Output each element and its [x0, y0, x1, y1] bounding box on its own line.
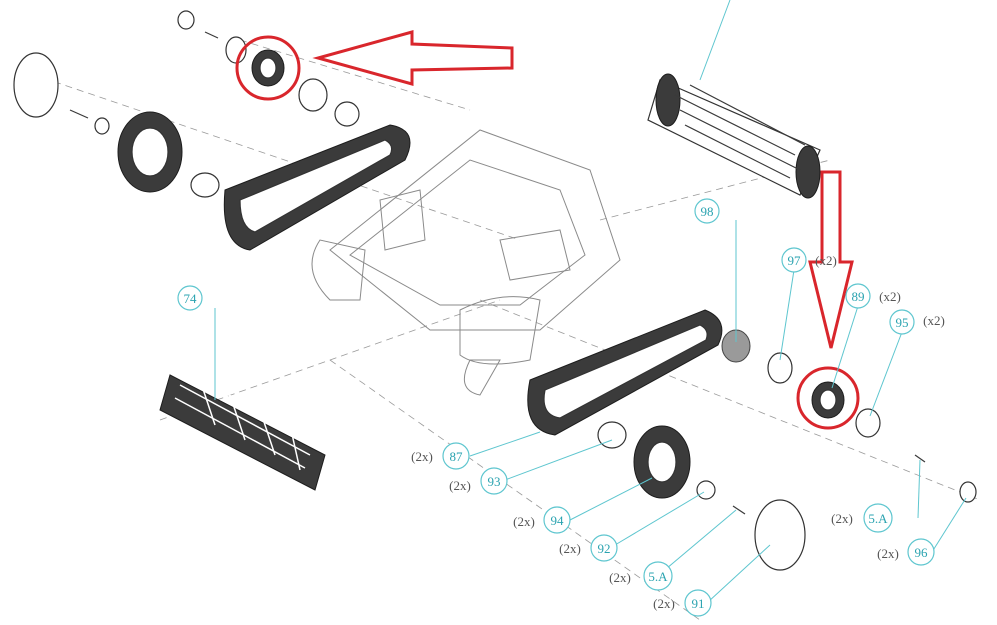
callout-label-96: 96: [915, 545, 929, 560]
small-disk-top: [177, 10, 195, 30]
brush-roller-top: [647, 0, 821, 199]
highlighted-pulley-right: [796, 170, 860, 430]
callout-label-91: 91: [692, 596, 705, 611]
robot-body: [311, 129, 621, 396]
callout-label-98: 98: [701, 204, 714, 219]
callout-98: 98: [694, 198, 720, 224]
callout-74: 74: [177, 285, 203, 311]
assembly-axes: [19, 39, 981, 621]
wheel-cover: [13, 52, 59, 118]
callout-96: (2x) 96: [877, 538, 935, 566]
callout-89: 89 (x2): [845, 283, 901, 309]
front-wheel-assembly: [527, 309, 977, 571]
qty-94: (2x): [513, 514, 535, 529]
callout-label-94: 94: [551, 513, 565, 528]
callout-87: (2x) 87: [411, 442, 470, 470]
red-circle-top: [235, 35, 301, 101]
washer-left-top: [94, 117, 110, 135]
screw-5a-right: [914, 454, 926, 463]
tire-ring-91: [754, 499, 806, 571]
washer-95: [855, 408, 881, 438]
brush-roller-left: [159, 308, 326, 491]
screw-5a-left: [732, 505, 746, 515]
qty-95: (x2): [923, 313, 945, 328]
leader-lines: [469, 220, 967, 603]
callout-94: (2x) 94: [513, 506, 571, 534]
callout-label-5a-right: 5.A: [868, 511, 888, 526]
callout-label-5a-left: 5.A: [648, 569, 668, 584]
callout-label-95: 95: [896, 315, 909, 330]
qty-93: (2x): [449, 478, 471, 493]
callout-label-92: 92: [598, 541, 611, 556]
callout-92: (2x) 92: [559, 534, 618, 562]
callout-95: 95 (x2): [889, 309, 945, 335]
callout-5a-right: (2x) 5.A: [831, 503, 893, 533]
callout-5a-left: (2x) 5.A: [609, 561, 673, 591]
highlighted-pulley-top: [235, 30, 514, 101]
hub-97: [767, 352, 793, 384]
bushing-93: [597, 421, 627, 449]
callout-label-74: 74: [184, 291, 198, 306]
qty-89: (x2): [879, 289, 901, 304]
red-circle-right: [796, 366, 860, 430]
washer-92: [696, 480, 716, 500]
callout-label-87: 87: [450, 449, 464, 464]
callout-93: (2x) 93: [449, 467, 508, 495]
bushing-left: [190, 172, 220, 198]
qty-97: (x2): [815, 253, 837, 268]
qty-5a-left: (2x): [609, 570, 631, 585]
callout-label-97: 97: [788, 253, 802, 268]
qty-92: (2x): [559, 541, 581, 556]
qty-91: (2x): [653, 596, 675, 611]
qty-96: (2x): [877, 546, 899, 561]
callout-label-93: 93: [488, 474, 501, 489]
bushing-top: [298, 78, 328, 112]
red-arrow-left: [312, 30, 514, 86]
callout-91: (2x) 91: [653, 589, 712, 617]
screw-left-top: [69, 109, 89, 119]
callout-label-89: 89: [852, 289, 865, 304]
callout-97: 97 (x2): [781, 247, 837, 273]
qty-5a-right: (2x): [831, 511, 853, 526]
red-arrow-down: [808, 170, 854, 349]
qty-87: (2x): [411, 449, 433, 464]
spacer-top: [334, 101, 360, 127]
rear-wheel-assembly: [13, 10, 411, 251]
cap-96: [959, 481, 977, 503]
